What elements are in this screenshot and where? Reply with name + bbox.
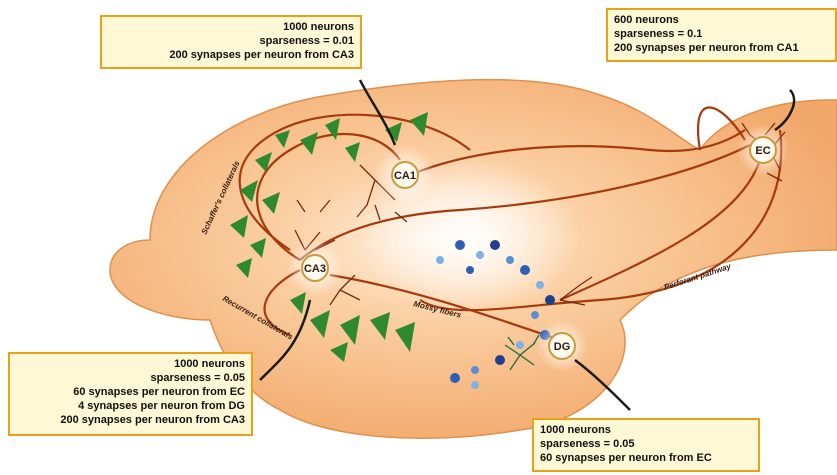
dg-info-callout: 1000 neurons sparseness = 0.05 60 synaps… xyxy=(532,418,760,472)
dg-badge: DG xyxy=(549,333,575,359)
dg-sparseness: sparseness = 0.05 xyxy=(540,437,752,451)
ca3-synapses-dg: 4 synapses per neuron from DG xyxy=(16,399,245,413)
granule-cell xyxy=(545,295,555,305)
ca3-badge: CA3 xyxy=(302,255,328,281)
ca1-neuron-count: 1000 neurons xyxy=(108,20,354,34)
ca3-info-callout: 1000 neurons sparseness = 0.05 60 synaps… xyxy=(8,352,253,436)
granule-cell xyxy=(506,256,514,264)
ec-sparseness: sparseness = 0.1 xyxy=(614,27,829,41)
granule-cell xyxy=(471,381,479,389)
dg-synapses: 60 synapses per neuron from EC xyxy=(540,451,752,465)
granule-cell xyxy=(455,240,465,250)
ec-neuron-count: 600 neurons xyxy=(614,13,829,27)
ca3-neuron-count: 1000 neurons xyxy=(16,357,245,371)
granule-cell xyxy=(450,373,460,383)
granule-cell xyxy=(520,265,530,275)
ec-label: EC xyxy=(755,145,770,157)
ca3-sparseness: sparseness = 0.05 xyxy=(16,371,245,385)
granule-cell xyxy=(536,281,544,289)
granule-cell xyxy=(495,355,505,365)
granule-cell xyxy=(476,251,484,259)
ca3-synapses-ec: 60 synapses per neuron from EC xyxy=(16,385,245,399)
granule-cell xyxy=(471,366,479,374)
ca3-label: CA3 xyxy=(304,263,326,275)
ec-info-callout: 600 neurons sparseness = 0.1 200 synapse… xyxy=(606,8,837,62)
ca1-sparseness: sparseness = 0.01 xyxy=(108,34,354,48)
granule-cell xyxy=(490,240,500,250)
ec-badge: EC xyxy=(750,137,776,163)
ec-synapses: 200 synapses per neuron from CA1 xyxy=(614,41,829,55)
granule-cell xyxy=(531,311,539,319)
granule-cell xyxy=(436,256,444,264)
granule-cell xyxy=(466,266,474,274)
ca1-badge: CA1 xyxy=(392,162,418,188)
dg-neuron-count: 1000 neurons xyxy=(540,423,752,437)
dg-label: DG xyxy=(554,341,571,353)
ca1-info-callout: 1000 neurons sparseness = 0.01 200 synap… xyxy=(100,15,362,69)
ca1-synapses: 200 synapses per neuron from CA3 xyxy=(108,48,354,62)
ca1-label: CA1 xyxy=(394,170,416,182)
ca3-synapses-ca3: 200 synapses per neuron from CA3 xyxy=(16,413,245,427)
granule-cell xyxy=(516,341,524,349)
